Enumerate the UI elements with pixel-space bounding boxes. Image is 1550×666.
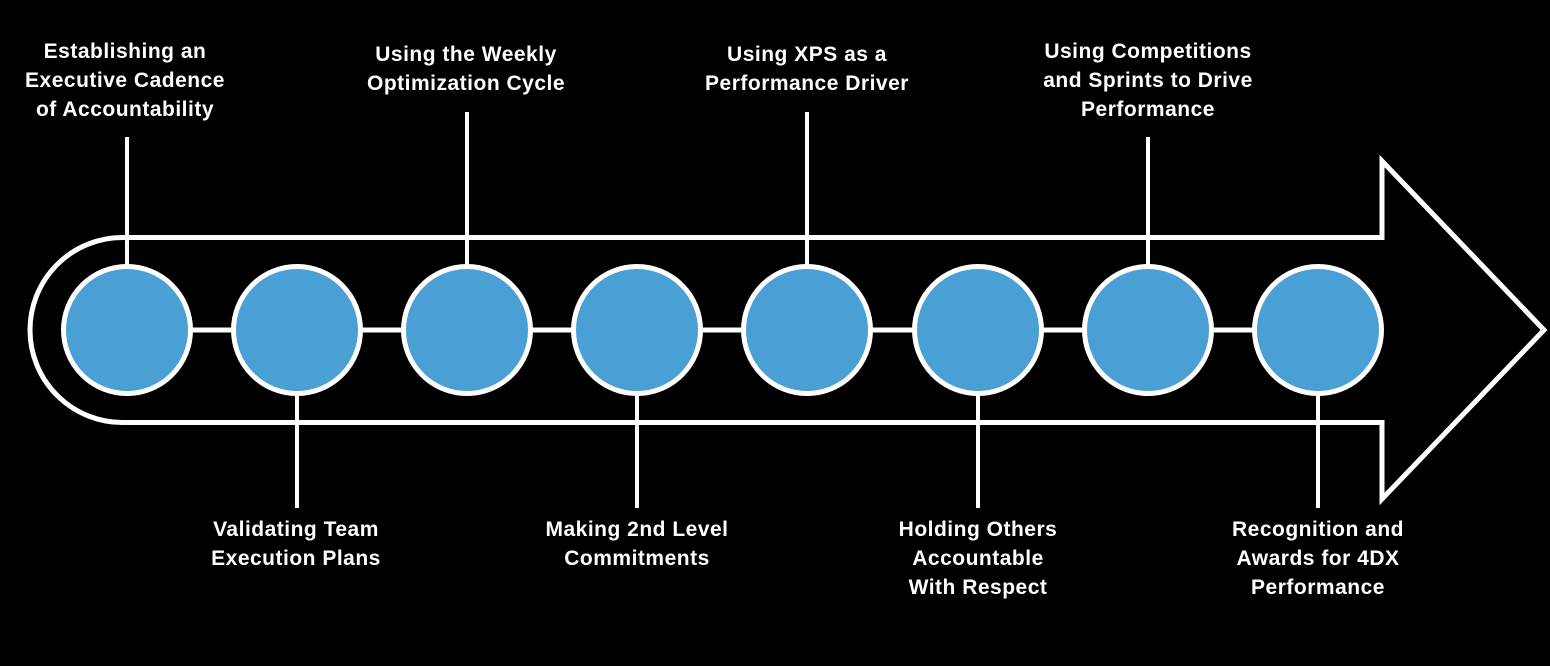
step-label-8: Recognition and Awards for 4DX Performan… xyxy=(1232,518,1404,599)
step-node-2 xyxy=(231,264,363,396)
step-label-4: Making 2nd Level Commitments xyxy=(545,518,729,570)
step-node-3 xyxy=(401,264,533,396)
step-label-5: Using XPS as a Performance Driver xyxy=(705,43,909,95)
step-label-6: Holding Others Accountable With Respect xyxy=(898,518,1058,599)
step-label-2: Validating Team Execution Plans xyxy=(211,518,381,570)
step-label-1: Establishing an Executive Cadence of Acc… xyxy=(25,40,225,121)
step-label-7: Using Competitions and Sprints to Drive … xyxy=(1043,40,1253,121)
step-node-8 xyxy=(1252,264,1384,396)
step-node-1 xyxy=(61,264,193,396)
step-node-5 xyxy=(741,264,873,396)
step-label-3: Using the Weekly Optimization Cycle xyxy=(366,43,566,95)
step-node-6 xyxy=(912,264,1044,396)
step-node-4 xyxy=(571,264,703,396)
right-arrow-outline-icon xyxy=(27,154,1548,506)
step-node-7 xyxy=(1082,264,1214,396)
